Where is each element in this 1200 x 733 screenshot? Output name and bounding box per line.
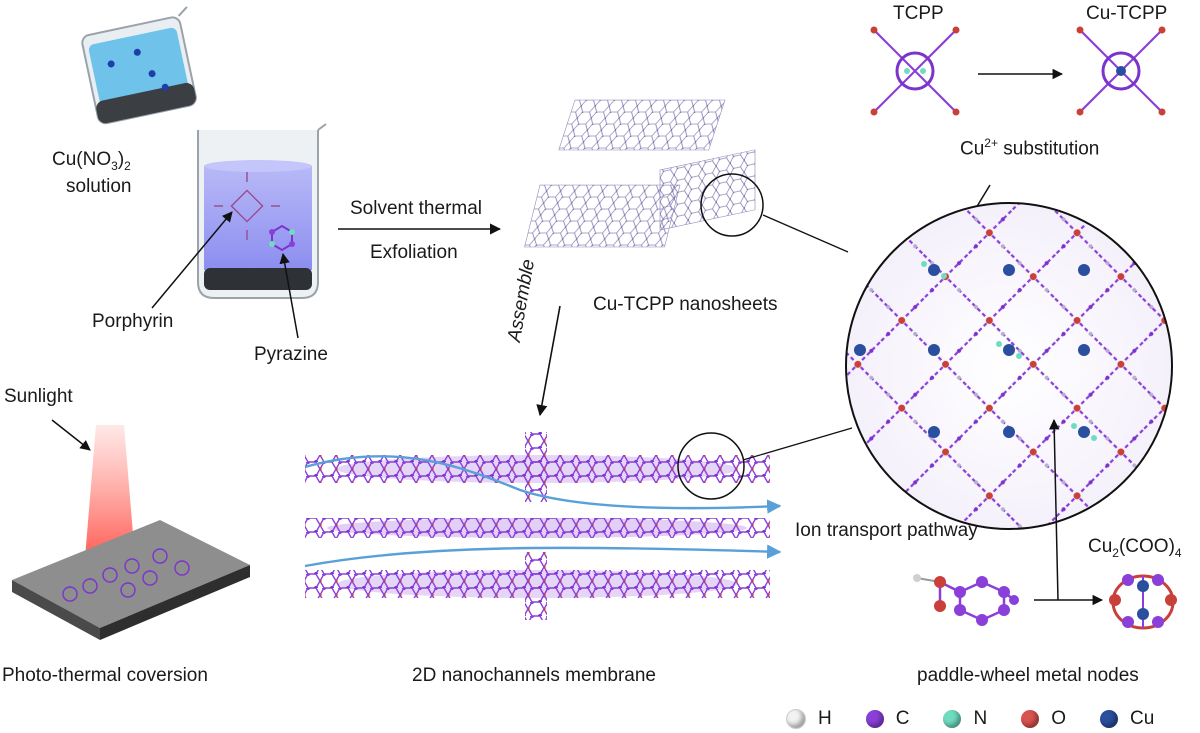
zoom-guide-upper bbox=[762, 214, 849, 253]
exfoliation-label: Exfoliation bbox=[370, 242, 458, 263]
cu-tcpp-molecule bbox=[1076, 26, 1166, 116]
nanosheet-zoom-selector bbox=[700, 173, 764, 237]
linker-molecule bbox=[913, 574, 1019, 626]
nanosheet-top bbox=[558, 99, 726, 151]
assemble-arrow bbox=[536, 305, 561, 417]
porphyrin-molecule bbox=[214, 172, 280, 240]
hydrogen-ball-icon bbox=[786, 709, 806, 729]
paddle-wheel-node bbox=[1109, 574, 1177, 630]
cu-centers bbox=[854, 264, 1090, 438]
pyrazine-pointer bbox=[279, 252, 299, 339]
ion-flow-lower bbox=[304, 544, 782, 568]
sunlight-label: Sunlight bbox=[4, 386, 73, 407]
cu-tcpp-label: Cu-TCPP bbox=[1086, 3, 1168, 24]
membrane-label: 2D nanochannels membrane bbox=[412, 665, 656, 686]
legend-item-h: H bbox=[786, 708, 832, 730]
membrane-layer-3 bbox=[305, 552, 770, 620]
reaction-beaker bbox=[197, 123, 327, 299]
cu2coo4-label: Cu2(COO)4 bbox=[1088, 536, 1182, 560]
element-legend: H C N O Cu bbox=[786, 708, 1188, 730]
photothermal-substrate bbox=[12, 520, 250, 640]
nanosheet-middle bbox=[524, 184, 681, 248]
oxygen-ball-icon bbox=[1021, 710, 1040, 728]
membrane-layer-1 bbox=[305, 432, 770, 502]
ion-flow-upper bbox=[304, 455, 782, 514]
nanosheet-right bbox=[659, 149, 756, 231]
cu-nitrate-label: Cu(NO3)2 bbox=[52, 149, 131, 173]
copper-ball-icon bbox=[1099, 710, 1118, 728]
zoom-guide-lower bbox=[742, 427, 853, 461]
sunlight-arrow bbox=[51, 419, 91, 451]
zoomed-framework bbox=[846, 203, 1172, 529]
porphyrin-pointer bbox=[151, 211, 233, 309]
pyrazine-molecule bbox=[269, 224, 295, 252]
photo-thermal-label: Photo-thermal coversion bbox=[2, 665, 208, 686]
paddle-wheel-label: paddle-wheel metal nodes bbox=[917, 665, 1139, 686]
tcpp-label: TCPP bbox=[893, 3, 944, 24]
ion-transport-label: Ion transport pathway bbox=[795, 520, 978, 541]
carbon-ball-icon bbox=[865, 710, 884, 728]
paddle-wheel-pointer bbox=[1048, 418, 1060, 601]
zoom-circle bbox=[845, 202, 1173, 530]
pyrazine-label: Pyrazine bbox=[254, 344, 328, 365]
solvent-thermal-label: Solvent thermal bbox=[350, 198, 483, 219]
nitrogen-ball-icon bbox=[943, 710, 962, 728]
sunlight-beam bbox=[84, 425, 136, 570]
nanosheets-label: Cu-TCPP nanosheets bbox=[593, 294, 778, 315]
cu-substitution-label: Cu2+ substitution bbox=[960, 136, 1100, 160]
solution-label: solution bbox=[66, 176, 132, 197]
legend-item-c: C bbox=[865, 708, 909, 730]
porphyrin-label: Porphyrin bbox=[92, 311, 174, 332]
legend-item-cu: Cu bbox=[1099, 708, 1154, 730]
legend-item-o: O bbox=[1021, 708, 1066, 730]
cu-nitrate-beaker bbox=[81, 6, 197, 125]
tcpp-molecule bbox=[870, 26, 960, 116]
membrane-layer-2 bbox=[305, 518, 770, 538]
legend-item-n: N bbox=[943, 708, 987, 730]
membrane-zoom-selector bbox=[677, 432, 745, 500]
